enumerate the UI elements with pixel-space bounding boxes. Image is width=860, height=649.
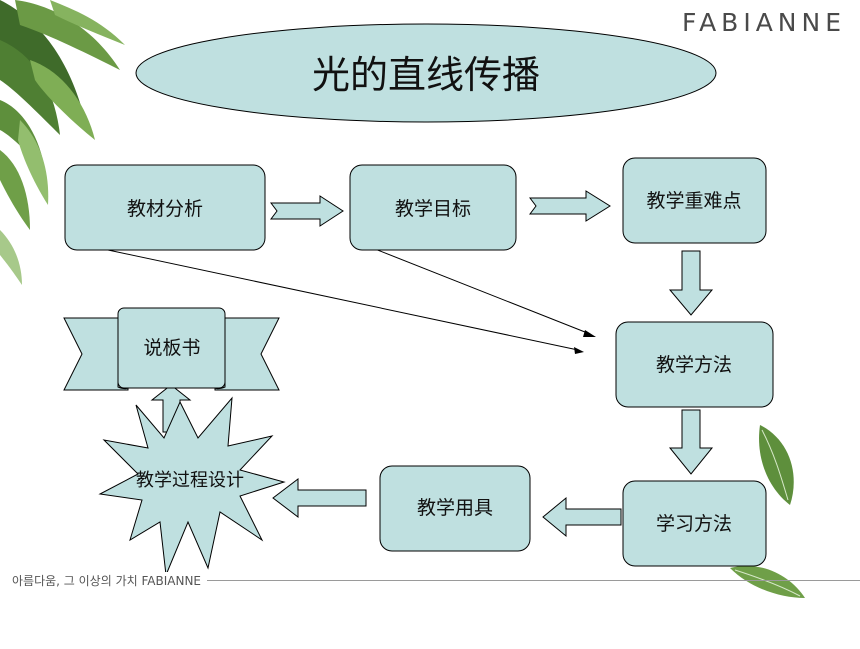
arrow-keypoints-to-methods	[668, 250, 714, 316]
node-teaching-goals: 教学目标	[349, 164, 517, 251]
arrow-aids-to-process	[272, 477, 367, 519]
connector-lines	[107, 248, 596, 354]
arrow-methods-to-learning	[668, 409, 714, 475]
node-learning-methods-label: 学习方法	[656, 513, 732, 535]
node-board-writing-label: 说板书	[143, 337, 200, 359]
leaf-decoration-right	[730, 425, 805, 598]
arrow-learning-to-aids	[542, 496, 622, 538]
node-key-difficult-points-label: 教学重难点	[646, 190, 741, 212]
block-arrows	[150, 190, 714, 538]
title-ellipse	[135, 23, 717, 123]
fern-leaves-decoration	[0, 0, 125, 285]
node-learning-methods: 学习方法	[622, 480, 767, 567]
node-teaching-methods: 教学方法	[615, 321, 774, 408]
footer-slogan: 아름다움, 그 이상의 가치 FABIANNE	[12, 572, 207, 589]
node-process-design-label: 教学过程设计	[136, 470, 244, 491]
node-process-design: 教学过程设计	[98, 396, 286, 577]
node-teaching-goals-label: 教学目标	[395, 198, 471, 220]
node-teaching-aids-label: 教学用具	[417, 497, 493, 519]
brand-logo: FABIANNE	[681, 8, 846, 37]
arrow-goals-to-keypoints	[529, 190, 611, 222]
node-material-analysis-label: 教材分析	[127, 198, 203, 220]
node-board-writing: 说板书	[63, 307, 280, 391]
node-key-difficult-points: 教学重难点	[622, 157, 767, 244]
node-teaching-aids: 教学用具	[379, 465, 531, 552]
arrow-material-to-goals	[270, 195, 344, 227]
page-title: 光的直线传播	[312, 53, 540, 97]
node-material-analysis: 教材分析	[64, 164, 266, 251]
node-teaching-methods-label: 教学方法	[656, 354, 732, 376]
footer-divider	[12, 580, 860, 581]
